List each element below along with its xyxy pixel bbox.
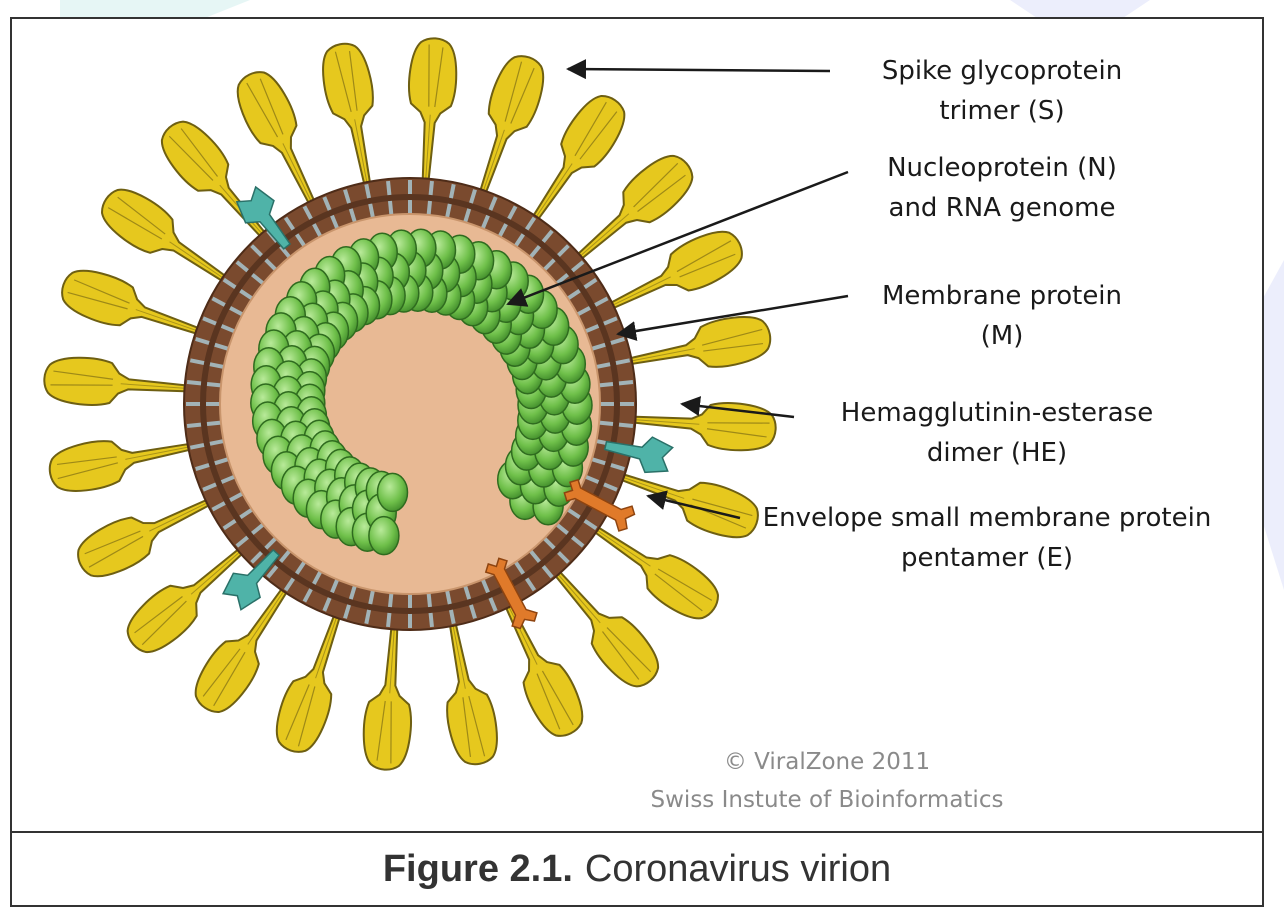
- spike-glycoprotein: [269, 610, 359, 758]
- diagram-panel: Spike glycoprotein trimer (S) Nucleoprot…: [12, 19, 1262, 831]
- nucleoprotein-bead: [378, 473, 408, 511]
- figure-caption: Figure 2.1. Coronavirus virion: [12, 831, 1262, 905]
- label-membrane-protein: Membrane protein (M): [832, 276, 1172, 356]
- spike-glycoprotein: [43, 355, 186, 411]
- label-membrane-line2: (M): [832, 316, 1172, 356]
- label-hemagglutinin-esterase: Hemagglutinin-esterase dimer (HE): [802, 393, 1192, 473]
- credit-institute: Swiss Instute of Bioinformatics: [612, 781, 1042, 819]
- label-nucleoprotein-line1: Nucleoprotein (N): [832, 148, 1172, 188]
- spike-glycoprotein: [46, 424, 193, 497]
- label-membrane-line1: Membrane protein: [832, 276, 1172, 316]
- spike-glycoprotein: [361, 628, 417, 771]
- spike-glycoprotein: [430, 621, 503, 768]
- label-hemagglutinin-line2: dimer (HE): [802, 433, 1192, 473]
- label-envelope-protein: Envelope small membrane protein pentamer…: [742, 498, 1232, 578]
- pointer-spike: [568, 69, 830, 71]
- label-nucleoprotein: Nucleoprotein (N) and RNA genome: [832, 148, 1172, 228]
- spike-glycoprotein: [317, 40, 390, 187]
- label-envelope-line1: Envelope small membrane protein: [742, 498, 1232, 538]
- figure-frame: Spike glycoprotein trimer (S) Nucleoprot…: [10, 17, 1264, 907]
- credit-viralzone: © ViralZone 2011: [612, 743, 1042, 781]
- spike-glycoprotein: [488, 597, 592, 744]
- label-nucleoprotein-line2: and RNA genome: [832, 188, 1172, 228]
- spike-glycoprotein: [461, 50, 551, 198]
- spike-glycoprotein: [402, 37, 458, 180]
- figure-number: Figure 2.1.: [383, 848, 573, 891]
- spike-glycoprotein: [56, 263, 204, 353]
- label-envelope-line2: pentamer (E): [742, 538, 1232, 578]
- label-spike-glycoprotein: Spike glycoprotein trimer (S): [832, 51, 1172, 131]
- label-spike-line2: trimer (S): [832, 91, 1172, 131]
- credit-block: © ViralZone 2011 Swiss Instute of Bioinf…: [612, 743, 1042, 819]
- spike-glycoprotein: [228, 64, 332, 211]
- spike-glycoprotein: [70, 482, 217, 586]
- nucleoprotein-bead: [369, 517, 399, 555]
- label-hemagglutinin-line1: Hemagglutinin-esterase: [802, 393, 1192, 433]
- label-spike-line1: Spike glycoprotein: [832, 51, 1172, 91]
- spike-glycoprotein: [627, 311, 774, 384]
- figure-caption-text: Coronavirus virion: [585, 848, 891, 891]
